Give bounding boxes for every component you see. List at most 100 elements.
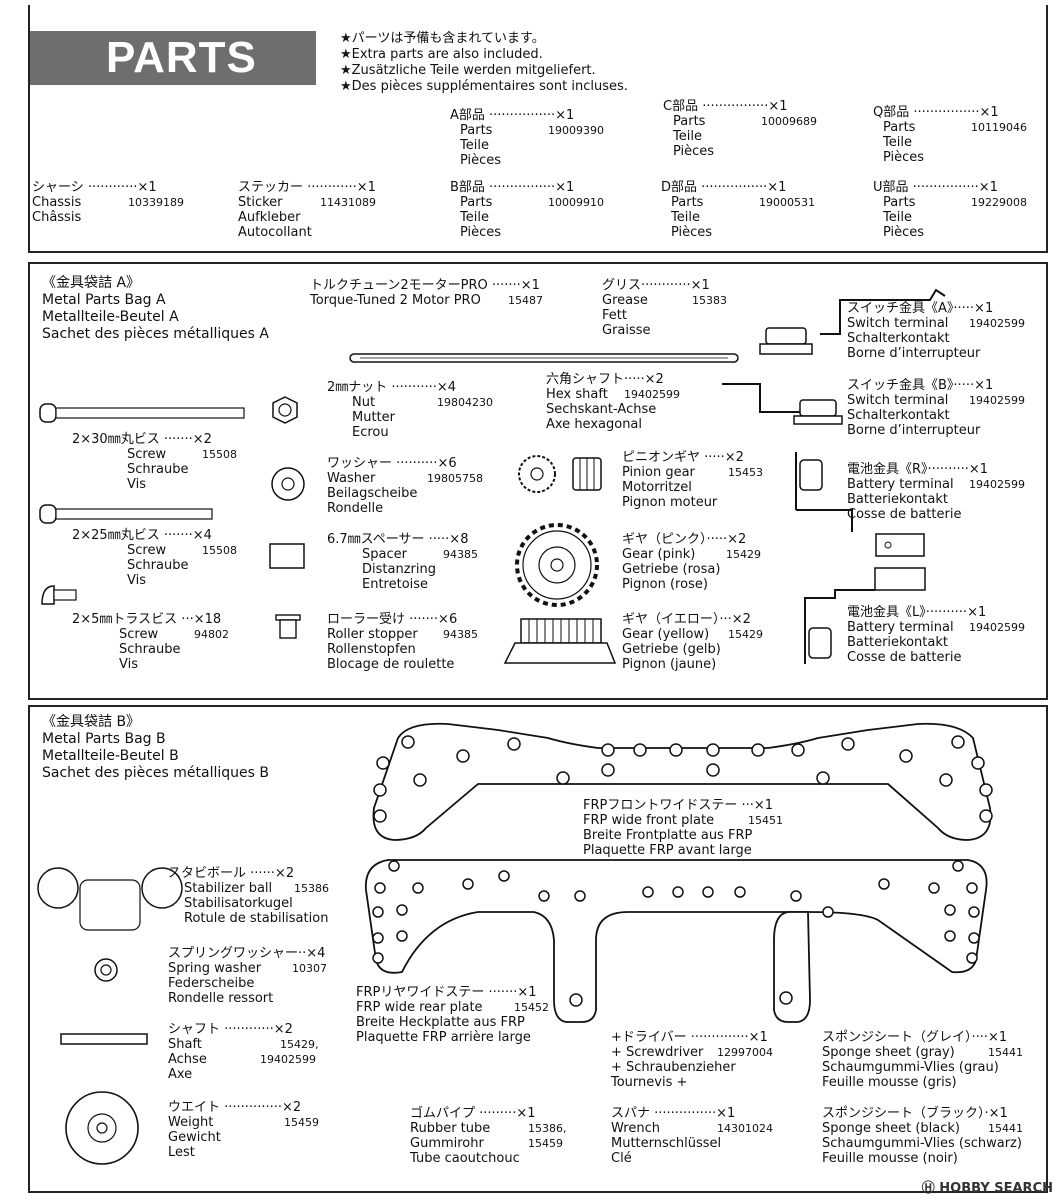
part-code: 15508 [202, 448, 237, 461]
top-parts-panel [28, 5, 1048, 253]
screw-25-drawing [39, 504, 213, 524]
frp-front-plate-drawing [372, 722, 993, 841]
part-code: 19805758 [427, 472, 483, 485]
part-code: 10009689 [761, 115, 817, 128]
spacer-drawing [269, 543, 305, 569]
part-code: 15386, [528, 1122, 567, 1135]
battery-terminal-l-drawing [804, 567, 926, 664]
watermark: Ⓗ HOBBY SEARCH [921, 1181, 1053, 1196]
part-code: 10009910 [548, 196, 604, 209]
note-1: ★パーツは予備も含まれています。 [340, 31, 545, 46]
part-code: 94385 [443, 628, 478, 641]
part-code: 10119046 [971, 121, 1027, 134]
part-code: 14301024 [717, 1122, 773, 1135]
part-code: 19229008 [971, 196, 1027, 209]
battery-terminal-r-drawing [795, 452, 925, 557]
pinion-gear-drawing [518, 455, 602, 493]
part-code: 94802 [194, 628, 229, 641]
part-code: 19009390 [548, 124, 604, 137]
part-code: 19402599 [969, 621, 1025, 634]
bag-b-panel [28, 705, 1048, 1193]
gear-yellow-drawing [503, 618, 617, 664]
part-code: 15429, [280, 1038, 319, 1051]
truss-screw-drawing [41, 585, 77, 605]
bag-a-panel [28, 262, 1048, 700]
note-4: ★Des pièces supplémentaires sont incluse… [340, 79, 628, 94]
part-code-2: 19402599 [260, 1053, 316, 1066]
part-code: 15429 [728, 628, 763, 641]
part-code: 15386 [294, 882, 329, 895]
stabilizer-ball-drawing [37, 867, 183, 931]
part-code: 10307 [292, 962, 327, 975]
switch-terminal-a-drawing [759, 288, 946, 355]
part-code: 19402599 [969, 317, 1025, 330]
part-motor: トルクチューン2モーターPRO ·······×1 Torque-Tuned 2… [310, 278, 543, 308]
gear-pink-drawing [515, 523, 599, 607]
part-code: 94385 [443, 548, 478, 561]
part-code: 15451 [748, 814, 783, 827]
part-code: 15383 [692, 294, 727, 307]
part-screwdriver: +ドライバー ··············×1 + Screwdriver+ S… [611, 1030, 773, 1090]
part-sponge-gray: スポンジシート（グレイ）····×1 Sponge sheet (gray)Sc… [822, 1030, 1023, 1090]
bag-a-title: 《金具袋詰 A》 Metal Parts Bag A Metallteile-B… [42, 275, 269, 342]
part-code-2: 15459 [528, 1137, 563, 1150]
part-code: 19402599 [969, 394, 1025, 407]
part-code: 12997004 [717, 1046, 773, 1059]
part-code: 11431089 [320, 196, 376, 209]
part-code: 15459 [284, 1116, 319, 1129]
bag-b-title: 《金具袋詰 B》 Metal Parts Bag B Metallteile-B… [42, 714, 269, 781]
part-frp-front-plate: FRPフロントワイドステー ···×1 FRP wide front plate… [583, 798, 783, 858]
part-code: 15429 [726, 548, 761, 561]
part-code: 15487 [508, 294, 543, 307]
nut-drawing [272, 396, 298, 424]
part-code: 15508 [202, 544, 237, 557]
roller-stopper-drawing [275, 614, 301, 639]
part-code: 15441 [988, 1122, 1023, 1135]
screw-30-drawing [39, 403, 245, 423]
motor-shaft-drawing [349, 353, 739, 363]
part-code: 15452 [514, 1001, 549, 1014]
part-code: 19804230 [437, 396, 493, 409]
part-code: 19000531 [759, 196, 815, 209]
frp-rear-plate-drawing [365, 859, 988, 1023]
part-sponge-black: スポンジシート（ブラック）·×1 Sponge sheet (black)Sch… [822, 1106, 1023, 1166]
part-code: 19402599 [969, 478, 1025, 491]
page-title: PARTS [30, 31, 316, 85]
part-code: 19402599 [624, 388, 680, 401]
part-code: 15453 [728, 466, 763, 479]
shaft-drawing [60, 1033, 148, 1045]
spring-washer-drawing [94, 958, 118, 982]
part-gear-pink: ギヤ（ピンク）·····×2 Gear (pink)Getriebe (rosa… [622, 532, 761, 592]
note-2: ★Extra parts are also included. [340, 47, 543, 62]
washer-drawing [271, 467, 305, 501]
part-code: 15441 [988, 1046, 1023, 1059]
weight-drawing [65, 1091, 139, 1165]
switch-terminal-b-drawing [722, 383, 843, 425]
